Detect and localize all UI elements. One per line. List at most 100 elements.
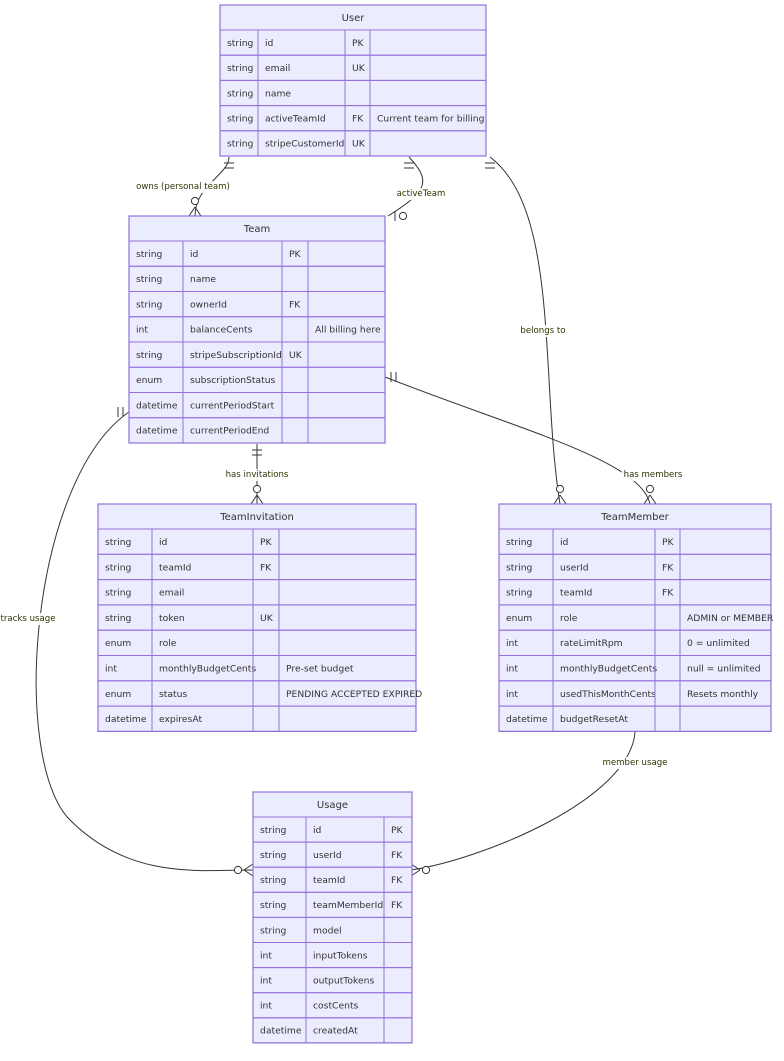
- attribute-key: PK: [260, 537, 273, 548]
- attribute-type: datetime: [105, 714, 147, 725]
- attribute-name: expiresAt: [159, 714, 202, 725]
- attribute-comment: All billing here: [315, 325, 381, 336]
- attribute-name: name: [190, 274, 216, 285]
- attribute-name: id: [159, 537, 167, 548]
- relationship-label-text: owns (personal team): [136, 182, 230, 192]
- attribute-name: currentPeriodEnd: [190, 426, 269, 437]
- relationship-label-bg: [394, 188, 448, 200]
- attribute-type: string: [136, 299, 162, 310]
- attribute-name: balanceCents: [190, 325, 253, 336]
- cardinality-crowfoot: [553, 494, 567, 505]
- attribute-key: PK: [289, 249, 302, 260]
- attribute-name: activeTeamId: [265, 114, 326, 125]
- attribute-type: string: [260, 925, 286, 936]
- relationship-label-text: tracks usage: [0, 614, 55, 624]
- relationship-label-text: member usage: [603, 758, 668, 768]
- cardinality-circle: [421, 865, 431, 875]
- attribute-type: string: [105, 537, 131, 548]
- attribute-key: FK: [391, 875, 403, 886]
- attribute-type: string: [506, 562, 532, 573]
- attribute-key: FK: [391, 900, 403, 911]
- attribute-type: int: [105, 663, 117, 674]
- attribute-name: subscriptionStatus: [190, 375, 276, 386]
- relationship-line: [410, 731, 636, 871]
- attribute-key: UK: [352, 63, 366, 74]
- cardinality-circle: [555, 484, 565, 494]
- attribute-name: teamMemberId: [313, 900, 383, 911]
- attribute-type: string: [227, 88, 253, 99]
- attribute-name: budgetResetAt: [560, 714, 628, 725]
- attribute-type: datetime: [136, 400, 178, 411]
- attribute-type: string: [260, 900, 286, 911]
- attribute-name: usedThisMonthCents: [560, 689, 656, 700]
- attribute-type: int: [506, 663, 518, 674]
- attribute-type: string: [227, 63, 253, 74]
- attribute-type: string: [136, 350, 162, 361]
- relationship-label: tracks usage: [0, 613, 58, 625]
- cardinality-crowfoot: [188, 206, 202, 217]
- relationship-belongs: [485, 156, 567, 505]
- attribute-type: string: [506, 537, 532, 548]
- attribute-row: string id PK: [97, 528, 417, 555]
- relationship-label-bg: [0, 613, 58, 625]
- relationship-tracks: [35, 407, 254, 877]
- attribute-type: string: [105, 613, 131, 624]
- cardinality-crowfoot: [643, 494, 657, 505]
- attribute-name: userId: [313, 850, 342, 861]
- attribute-name: ownerId: [190, 299, 227, 310]
- cardinality-crowfoot: [243, 863, 254, 877]
- attribute-comment: Current team for billing: [377, 114, 484, 125]
- attribute-comment: 0 = unlimited: [687, 638, 750, 649]
- cardinality-circle: [233, 865, 243, 875]
- attribute-key: FK: [662, 588, 674, 599]
- attribute-name: rateLimitRpm: [560, 638, 623, 649]
- relationship-line: [35, 411, 254, 872]
- cardinality-circle: [398, 211, 408, 221]
- attribute-name: stripeCustomerId: [265, 139, 344, 150]
- attribute-name: role: [159, 638, 177, 649]
- attribute-comment: PENDING ACCEPTED EXPIRED: [286, 689, 422, 700]
- attribute-key: UK: [260, 613, 274, 624]
- attribute-comment: Resets monthly: [687, 689, 759, 700]
- attribute-type: int: [506, 689, 518, 700]
- relationship-line: [387, 156, 424, 217]
- attribute-type: string: [260, 850, 286, 861]
- attribute-comment: ADMIN or MEMBER: [687, 613, 774, 624]
- attribute-key: PK: [662, 537, 675, 548]
- relationship-label-text: has members: [624, 470, 683, 480]
- attribute-name: costCents: [313, 1001, 359, 1012]
- relationship-label-text: has invitations: [226, 470, 289, 480]
- attribute-type: string: [227, 38, 253, 49]
- relationship-label: activeTeam: [394, 188, 448, 200]
- relationship-label-bg: [134, 181, 232, 193]
- relationship-label: owns (personal team): [134, 181, 232, 193]
- relationship-layer: [35, 156, 657, 877]
- relationship-label: has members: [621, 469, 685, 481]
- attribute-name: stripeSubscriptionId: [190, 350, 282, 361]
- attribute-key: PK: [391, 825, 404, 836]
- attribute-key: FK: [662, 562, 674, 573]
- attribute-key: FK: [352, 114, 364, 125]
- entity-box: [498, 503, 772, 732]
- attribute-name: createdAt: [313, 1026, 358, 1037]
- attribute-name: inputTokens: [313, 950, 368, 961]
- attribute-type: datetime: [136, 426, 178, 437]
- relationship-label-text: activeTeam: [397, 189, 446, 199]
- attribute-comment: null = unlimited: [687, 663, 761, 674]
- attribute-type: datetime: [260, 1026, 302, 1037]
- relationship-label-bg: [600, 757, 670, 769]
- attribute-type: int: [260, 1001, 272, 1012]
- entity-title: TeamInvitation: [219, 512, 294, 523]
- attribute-name: teamId: [159, 562, 191, 573]
- attribute-type: string: [105, 562, 131, 573]
- attribute-type: int: [506, 638, 518, 649]
- attribute-name: monthlyBudgetCents: [560, 663, 657, 674]
- attribute-key: PK: [352, 38, 365, 49]
- attribute-type: string: [260, 825, 286, 836]
- attribute-key: FK: [391, 850, 403, 861]
- attribute-type: int: [136, 325, 148, 336]
- relationship-label-text: belongs to: [520, 326, 565, 336]
